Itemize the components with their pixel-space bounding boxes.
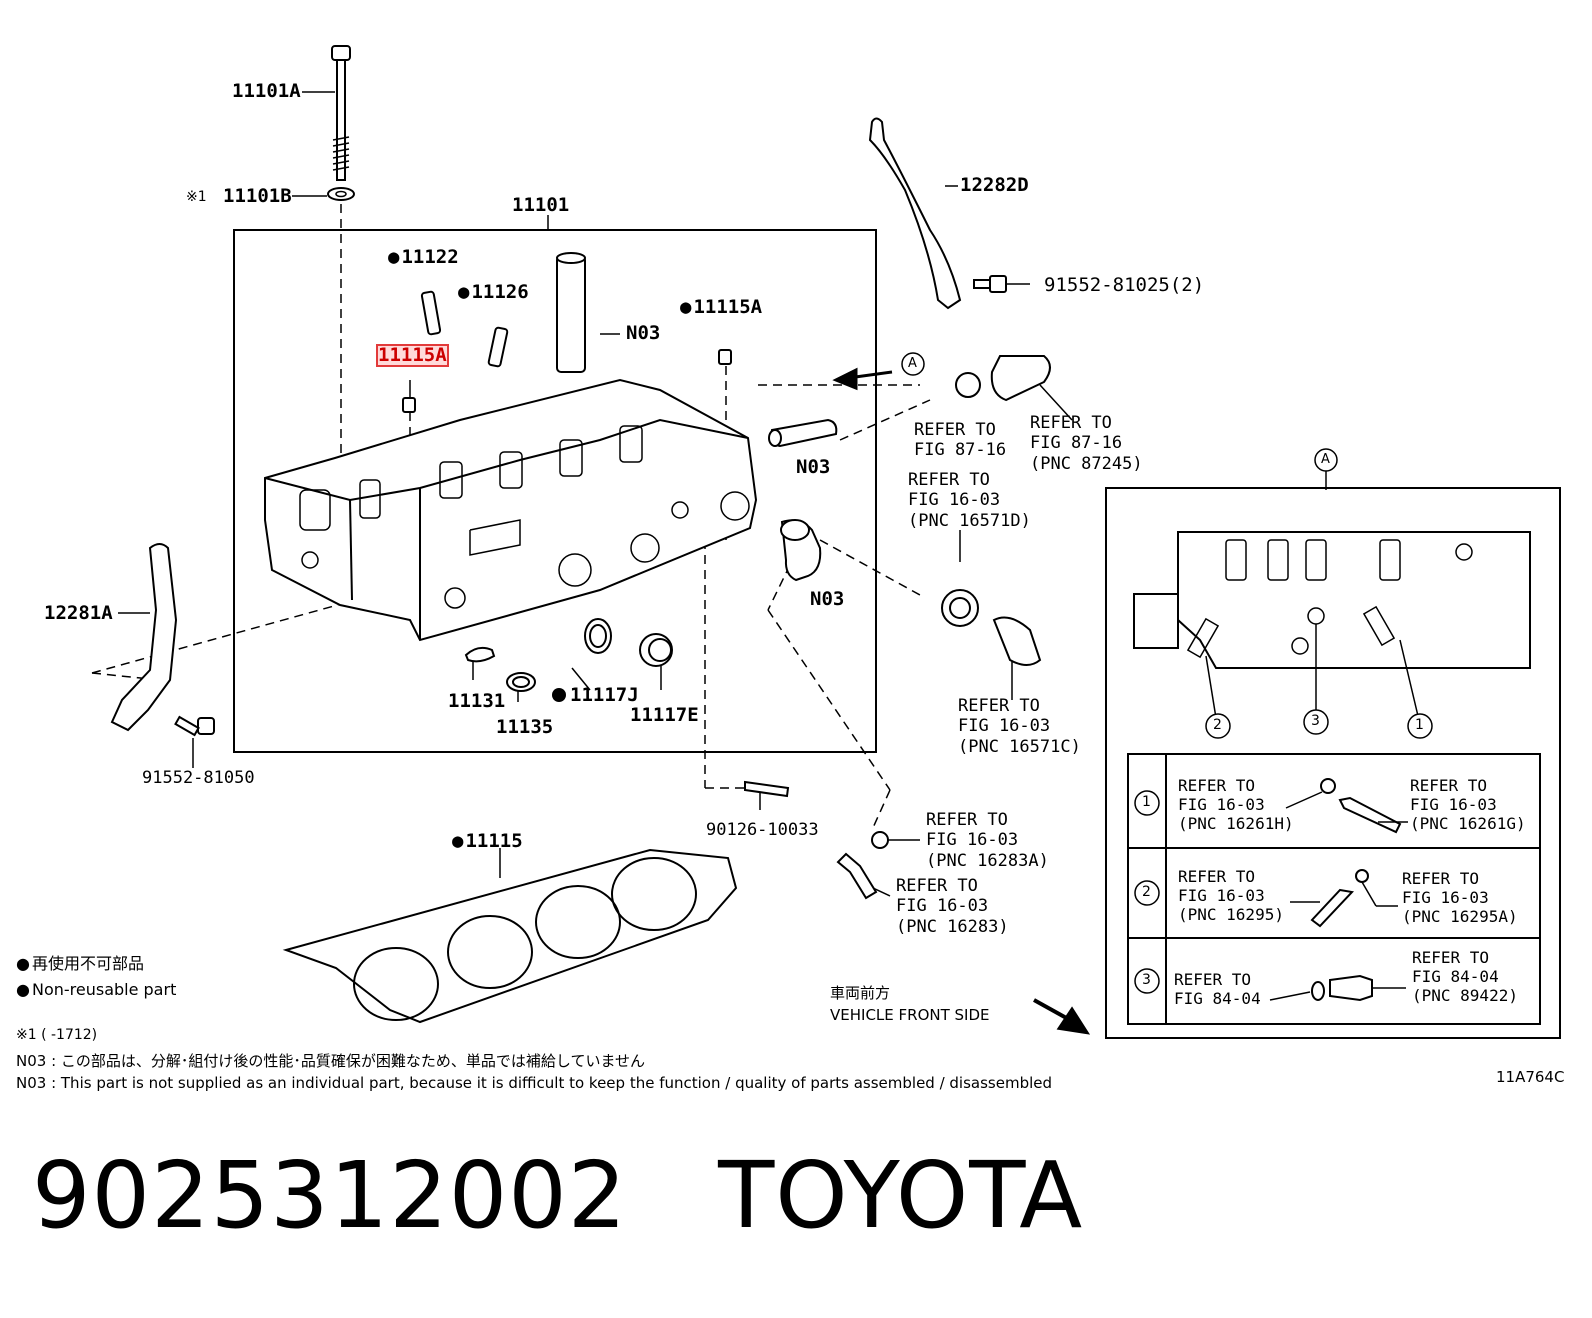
bolt-91552-81050	[174, 715, 215, 737]
cylinder-head	[264, 378, 758, 642]
detail-a-box	[1105, 487, 1561, 1039]
legend-nonreusable-en: Non-reusable part	[16, 982, 176, 998]
label-11101b: 11101B	[223, 185, 292, 207]
label-91552-81050: 91552-81050	[142, 768, 255, 788]
arrow-to-a	[832, 367, 893, 391]
part-number: 9025312002	[32, 1142, 628, 1249]
brand-name: TOYOTA	[718, 1142, 1084, 1249]
label-11131: 11131	[448, 690, 506, 712]
pipe-n03	[770, 418, 838, 448]
ref-16283a: REFER TO FIG 16-03 (PNC 16283A)	[926, 810, 1049, 871]
note-n03-en: N03 : This part is not supplied as an in…	[16, 1074, 1053, 1092]
label-11126: 11126	[458, 283, 528, 302]
row-1-left: REFER TO FIG 16-03 (PNC 16261H)	[1178, 776, 1294, 834]
label-n03-sleeve: N03	[626, 322, 661, 344]
label-12282d: 12282D	[960, 174, 1029, 196]
label-11115: 11115	[452, 832, 522, 851]
plug-11115a	[402, 397, 416, 413]
label-11117j: 11117J	[570, 684, 639, 706]
plug-11115a-r	[718, 349, 732, 365]
label-90126-10033: 90126-10033	[706, 820, 819, 840]
label-11101: 11101	[512, 194, 570, 216]
inset-callout-3: 3	[1311, 713, 1320, 729]
legend-nonreusable-jp: 再使用不可部品	[16, 956, 144, 972]
label-11117e: 11117E	[630, 704, 699, 726]
detail-a-engine	[1133, 531, 1531, 669]
gasket-11131	[464, 646, 496, 663]
arrow-callout-a: A	[908, 356, 917, 371]
seal-11135	[506, 672, 536, 692]
row-2-left: REFER TO FIG 16-03 (PNC 16295)	[1178, 867, 1284, 925]
label-11115a-highlighted[interactable]: 11115A	[376, 344, 449, 367]
n03-sleeve	[556, 255, 586, 373]
row-3-left: REFER TO FIG 84-04	[1174, 970, 1261, 1009]
ref-fig-87-16-a: REFER TO FIG 87-16	[914, 420, 1007, 461]
label-12281a: 12281A	[44, 602, 113, 624]
label-11122: 11122	[388, 248, 458, 267]
legend-front-en: VEHICLE FRONT SIDE	[830, 1006, 990, 1024]
note-mark-1: ※1 ( -1712)	[16, 1027, 98, 1043]
note-n03-jp: N03 : この部品は、分解･組付け後の性能･品質確保が困難なため、単品では補給…	[16, 1052, 646, 1070]
label-11115a-right: 11115A	[680, 298, 762, 317]
ref-16571d: REFER TO FIG 16-03 (PNC 16571D)	[908, 470, 1031, 531]
row-1-num: 1	[1142, 794, 1151, 810]
inset-table	[1127, 753, 1541, 1025]
label-n03-elbow: N03	[810, 588, 845, 610]
bolt-91552-81025	[973, 275, 1007, 293]
label-11135: 11135	[496, 716, 554, 738]
stud-90126	[744, 780, 790, 798]
row-1-right: REFER TO FIG 16-03 (PNC 16261G)	[1410, 776, 1526, 834]
ref-fig-87-16-b: REFER TO FIG 87-16 (PNC 87245)	[1030, 413, 1143, 474]
guide-12282d	[868, 117, 962, 310]
inset-callout-2: 2	[1213, 717, 1222, 733]
inset-callout-a: A	[1321, 452, 1330, 467]
page-title: 9025312002 TOYOTA	[32, 1150, 1083, 1242]
label-n03-pipe: N03	[796, 456, 831, 478]
hose-16283	[836, 852, 878, 900]
vehicle-front-arrow	[1033, 998, 1091, 1035]
row-3-right: REFER TO FIG 84-04 (PNC 89422)	[1412, 948, 1518, 1006]
illustration-code: 11A764C	[1496, 1068, 1565, 1086]
pin-11122	[420, 290, 442, 336]
row-2-right: REFER TO FIG 16-03 (PNC 16295A)	[1402, 869, 1518, 927]
cylinder-head-box	[233, 229, 877, 753]
label-91552-81025: 91552-81025(2)	[1044, 274, 1205, 296]
washer-11101b	[327, 187, 355, 201]
row-2-num: 2	[1142, 884, 1151, 900]
inset-callout-1: 1	[1415, 717, 1424, 733]
guide-12281a	[110, 543, 178, 732]
clamp-16571d	[941, 589, 979, 627]
hose-87245	[990, 355, 1051, 402]
pin-11126	[487, 326, 509, 368]
seal-11117j	[584, 618, 612, 654]
clamp-87-16	[955, 372, 981, 398]
gasket-11115	[282, 848, 738, 1024]
hose-16571c	[992, 616, 1042, 666]
label-mark-1: ※1	[186, 189, 207, 205]
bolt-11101a	[331, 45, 351, 181]
row-3-num: 3	[1142, 972, 1151, 988]
legend-front-jp: 車両前方	[830, 984, 891, 1002]
clamp-16283a	[871, 831, 889, 849]
ref-16283: REFER TO FIG 16-03 (PNC 16283)	[896, 876, 1009, 937]
label-11101a: 11101A	[232, 80, 301, 102]
ref-16571c: REFER TO FIG 16-03 (PNC 16571C)	[958, 696, 1081, 757]
